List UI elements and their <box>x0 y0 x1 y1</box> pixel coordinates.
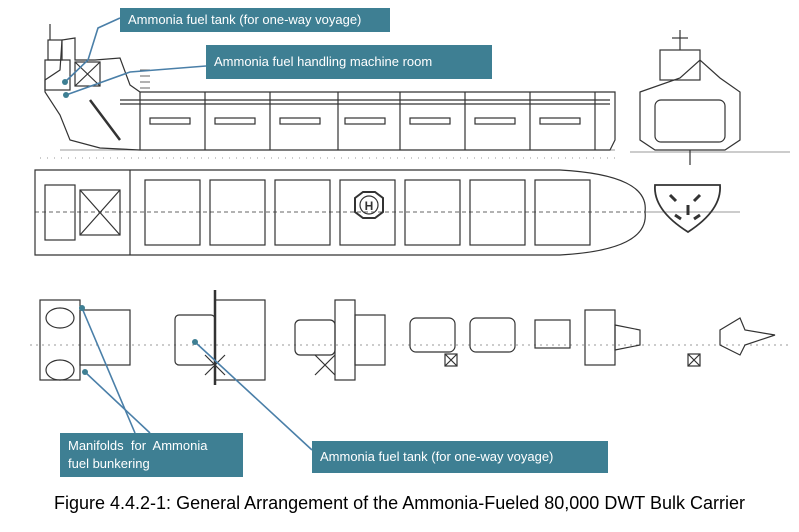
plan-view <box>34 169 646 256</box>
callout-ammonia-fuel-tank-bottom: Ammonia fuel tank (for one-way voyage) <box>312 441 608 473</box>
leader-tank-top <box>64 17 121 83</box>
callout-ammonia-machine-room: Ammonia fuel handling machine room <box>206 45 492 79</box>
midship-section-view <box>630 30 790 165</box>
bow-front-view <box>645 184 740 234</box>
cross-section-views <box>30 290 790 385</box>
callout-text: Ammonia fuel tank (for one-way voyage) <box>128 12 362 27</box>
profile-view <box>40 24 620 159</box>
callout-text: Ammonia fuel handling machine room <box>214 54 433 69</box>
callout-text-line2: fuel bunkering <box>68 456 150 471</box>
callout-ammonia-fuel-tank-top: Ammonia fuel tank (for one-way voyage) <box>120 8 390 32</box>
callout-text: Ammonia fuel tank (for one-way voyage) <box>320 449 554 464</box>
callout-text-line1: Manifolds for Ammonia <box>68 438 208 453</box>
leader-tank-bottom <box>194 341 313 451</box>
leader-manifolds-a <box>81 307 136 434</box>
leader-machine-room <box>65 65 207 96</box>
leader-manifolds-b <box>84 371 151 434</box>
helideck-symbol: H <box>365 199 374 213</box>
callout-manifolds: Manifolds for Ammonia fuel bunkering <box>60 433 243 477</box>
figure-caption: Figure 4.4.2-1: General Arrangement of t… <box>54 493 745 513</box>
